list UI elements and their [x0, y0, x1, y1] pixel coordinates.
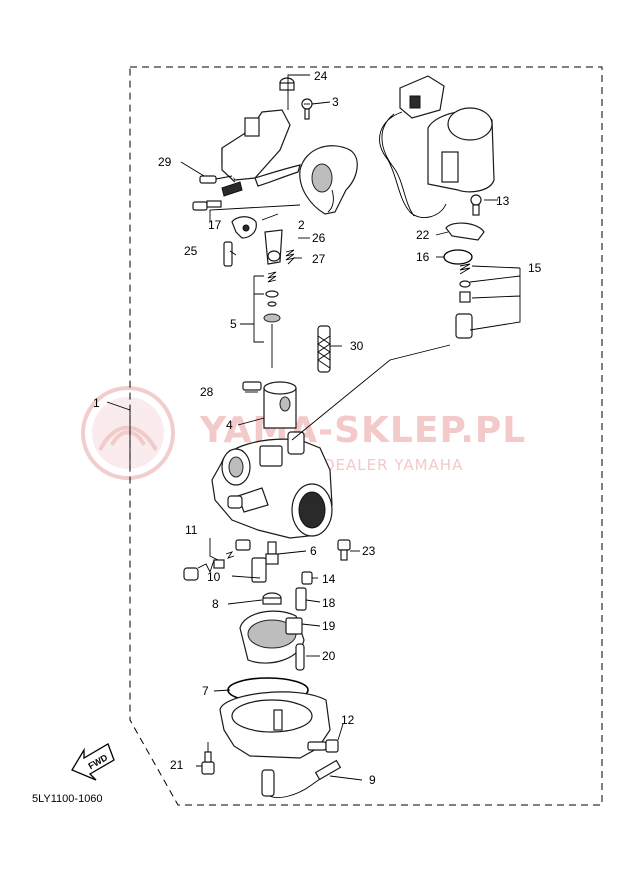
- part-code: 5LY1100-1060: [32, 793, 103, 805]
- plate-22-part: [445, 222, 485, 241]
- callout-17: 17: [208, 218, 222, 232]
- main-nozzle-6-part: [265, 541, 279, 565]
- main-jet-10-part: [251, 557, 267, 583]
- lever-25-part: [223, 216, 257, 267]
- callout-8: 8: [212, 597, 219, 611]
- callout-23: 23: [362, 544, 376, 558]
- oring-16-part: [443, 249, 473, 265]
- hose-9-part: [261, 759, 342, 798]
- callout-5: 5: [230, 317, 237, 331]
- float-19-part: [239, 610, 305, 664]
- callout-21: 21: [170, 758, 184, 772]
- callout-27: 27: [312, 252, 326, 266]
- assembly-boundary: [129, 66, 603, 806]
- spring-27-part: [285, 249, 296, 265]
- callout-13: 13: [496, 194, 510, 208]
- callout-28: 28: [200, 385, 214, 399]
- callout-14: 14: [322, 572, 336, 586]
- watermark-logo: [81, 386, 175, 480]
- screw-3-part: [301, 98, 313, 120]
- screw-28-part: [242, 381, 262, 391]
- callout-30: 30: [350, 339, 364, 353]
- callout-16: 16: [416, 250, 430, 264]
- needle-valve-18-part: [295, 587, 307, 611]
- needle-set-part: [263, 271, 281, 368]
- callout-9: 9: [369, 773, 376, 787]
- bracket-26-part: [264, 229, 283, 265]
- drain-screw-12-part: [307, 739, 339, 753]
- callout-4: 4: [226, 418, 233, 432]
- callout-10: 10: [207, 570, 221, 584]
- throttle-valve-part: [263, 381, 297, 429]
- needle-jet-part: [317, 325, 331, 373]
- screw-29-part: [199, 175, 233, 184]
- callout-2: 2: [298, 218, 305, 232]
- callout-11: 11: [185, 523, 198, 537]
- choke-plunger-15-part: [455, 263, 473, 339]
- choke-wire: [379, 111, 447, 219]
- screw-17-part: [192, 181, 243, 211]
- callout-29: 29: [158, 155, 172, 169]
- callout-18: 18: [322, 596, 336, 610]
- callout-7: 7: [202, 684, 209, 698]
- callout-20: 20: [322, 649, 336, 663]
- callout-19: 19: [322, 619, 336, 633]
- fwd-arrow-icon: FWD: [71, 743, 115, 781]
- float-pin-20-part: [295, 643, 305, 671]
- screw-21-part: [201, 751, 215, 775]
- pilot-screw-11-part: [183, 539, 251, 581]
- pilot-jet-14-part: [301, 571, 313, 585]
- choke-connector-part: [399, 75, 445, 119]
- throttle-bracket-part: [221, 109, 301, 187]
- auto-choke-part: [427, 107, 495, 193]
- callout-25: 25: [184, 244, 198, 258]
- callout-12: 12: [341, 713, 355, 727]
- callout-24: 24: [314, 69, 328, 83]
- throttle-pulley-part: [299, 145, 358, 215]
- washer-8-part: [262, 592, 282, 605]
- callout-3: 3: [332, 95, 339, 109]
- callout-22: 22: [416, 228, 430, 242]
- float-chamber-part: [219, 691, 331, 759]
- carburetor-body-part: [211, 431, 333, 539]
- callout-15: 15: [528, 261, 542, 275]
- callout-26: 26: [312, 231, 326, 245]
- callout-6: 6: [310, 544, 317, 558]
- screw-23-part: [337, 539, 351, 561]
- callout-1: 1: [93, 396, 100, 410]
- screw-13-part: [470, 194, 482, 216]
- nut-part: [279, 77, 295, 91]
- leader-lines: [106, 74, 521, 781]
